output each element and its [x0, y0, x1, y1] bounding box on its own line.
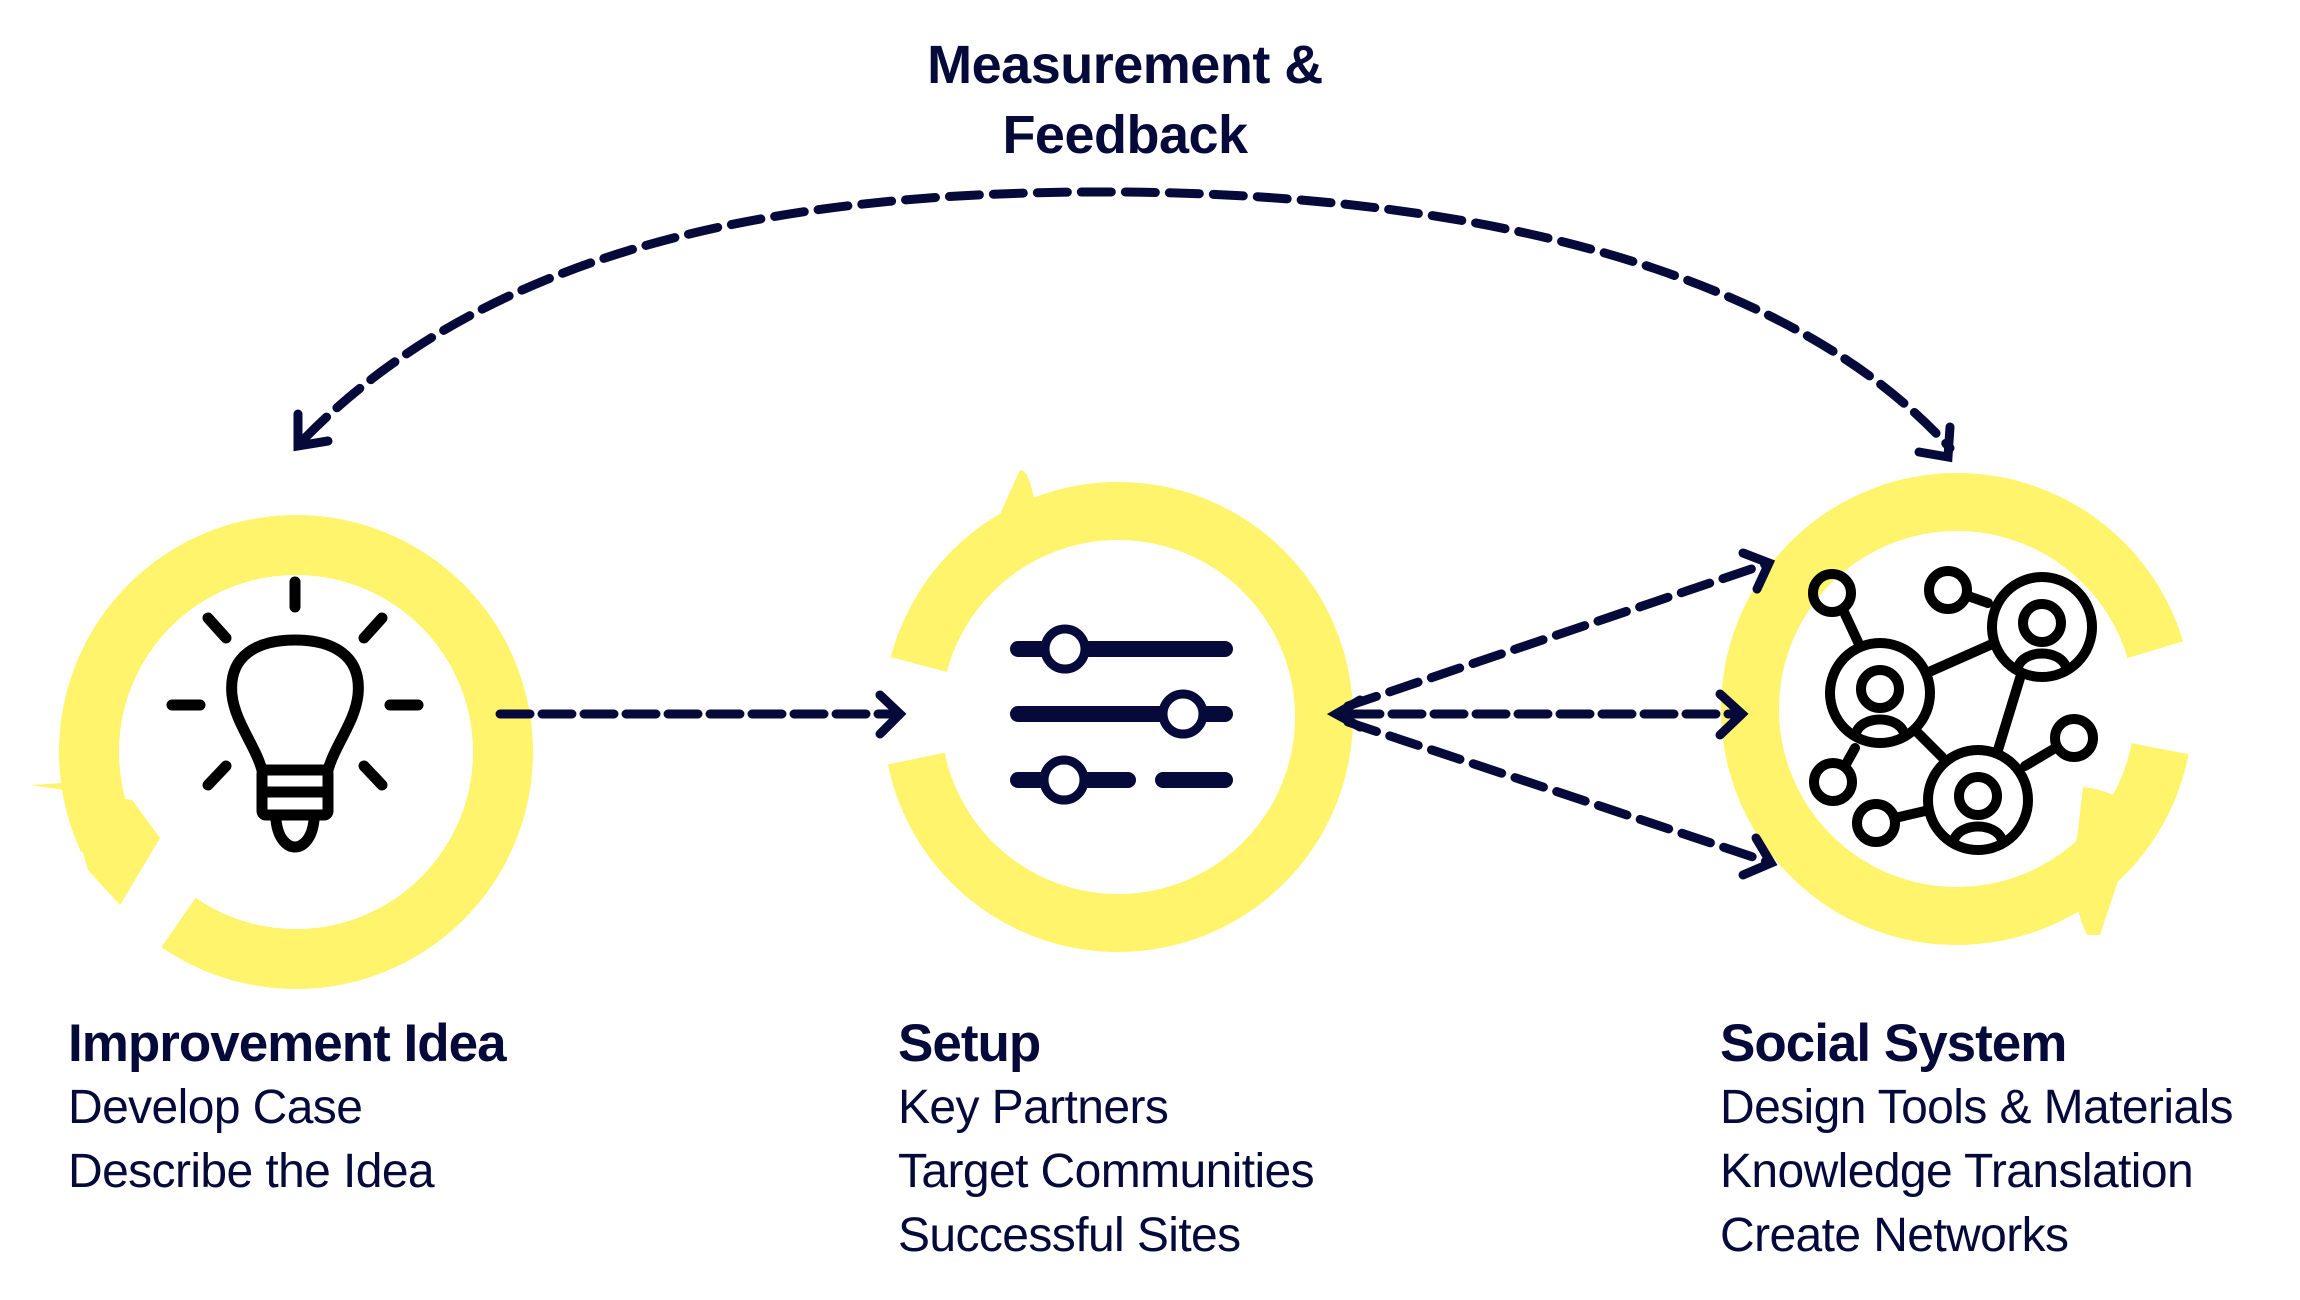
stage-item: Develop Case	[68, 1081, 363, 1134]
stage-item: Target Communities	[898, 1145, 1315, 1198]
stage-item: Successful Sites	[898, 1209, 1241, 1262]
ring-social-system	[1721, 473, 2193, 945]
stage-setup: Setup Key Partners Target Communities Su…	[898, 1012, 1315, 1268]
arrow-setup-to-social-bottom	[1343, 717, 1773, 867]
feedback-label-line1: Measurement &	[927, 35, 1323, 95]
arrowhead-setup-to-social-middle	[1715, 689, 1749, 740]
sliders-icon	[1010, 624, 1233, 805]
arrowhead-setup-to-social-top	[1738, 548, 1776, 594]
arrowhead-setup-to-social-bottom	[1738, 833, 1778, 880]
stage-improvement-idea: Improvement Idea Develop Case Describe t…	[68, 1012, 507, 1204]
arrow-setup-to-social-top	[1343, 559, 1771, 711]
lightbulb-icon	[166, 576, 424, 853]
stage-item: Design Tools & Materials	[1720, 1081, 2234, 1134]
stage-item: Create Networks	[1720, 1209, 2069, 1262]
feedback-arc	[300, 187, 1955, 453]
arrowhead-idea-to-setup	[875, 690, 907, 739]
stage-title: Social System	[1720, 1014, 2067, 1073]
stage-item: Key Partners	[898, 1081, 1169, 1134]
feedback-label: Measurement & Feedback	[880, 30, 1370, 170]
stage-title: Setup	[898, 1014, 1041, 1073]
ring-improvement-idea	[30, 515, 533, 989]
stage-item: Knowledge Translation	[1720, 1145, 2194, 1198]
ring-setup	[883, 470, 1353, 952]
network-icon	[1808, 566, 2098, 855]
arrowhead-setup-origin	[1326, 695, 1365, 732]
arrowhead-feedback-left	[293, 409, 333, 452]
arrowhead-feedback-right	[1914, 422, 1955, 463]
connectors	[293, 187, 1955, 880]
stage-item: Describe the Idea	[68, 1145, 435, 1198]
stage-title: Improvement Idea	[68, 1014, 507, 1073]
feedback-label-line2: Feedback	[1002, 105, 1248, 165]
stage-social-system: Social System Design Tools & Materials K…	[1720, 1012, 2234, 1268]
